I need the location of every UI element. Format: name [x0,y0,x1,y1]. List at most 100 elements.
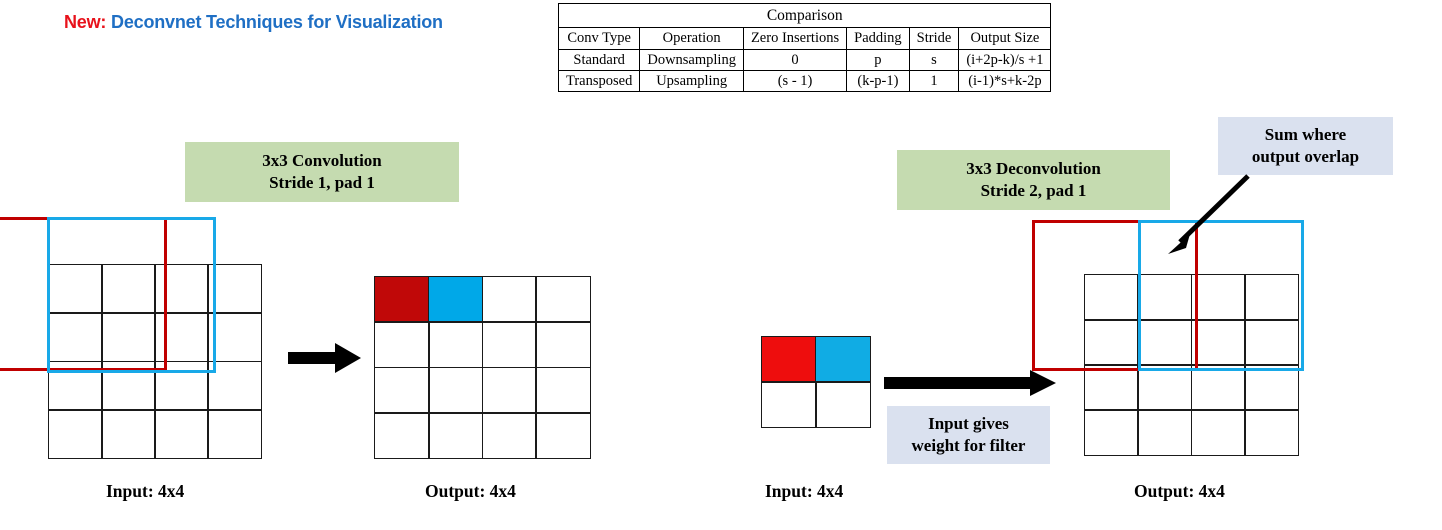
grid-cell [427,411,484,459]
right-flow-arrow-icon [884,370,1056,396]
table-header-row: Conv Type Operation Zero Insertions Padd… [557,27,1052,50]
grid-cell [1084,409,1140,456]
grid-cell [1190,319,1246,366]
grid-cell [1243,274,1299,321]
left-flow-arrow-icon [288,343,361,373]
grid-cell [1190,409,1246,456]
sum-overlap-pointer-arrow-icon [1160,172,1252,257]
grid-cell [1190,274,1246,321]
right-red-kernel-box [1032,220,1198,371]
convolution-caption-line1: 3x3 Convolution [262,150,382,170]
table-header-cell: Output Size [958,27,1052,50]
table-row: Standard Downsampling 0 p s (i+2p-k)/s +… [557,48,1052,71]
page-title: New: Deconvnet Techniques for Visualizat… [64,12,443,33]
table-cell: Upsampling [639,69,744,92]
grid-cell [481,276,538,324]
convolution-caption-box: 3x3 Convolution Stride 1, pad 1 [185,142,459,202]
table-cell: (i+2p-k)/s +1 [958,48,1052,71]
grid-cell [154,264,209,315]
input-weight-line1: Input gives [928,413,1009,433]
grid-cell [535,366,591,414]
grid-cell [815,381,871,428]
left-output-grid [374,276,591,459]
grid-cell [207,264,262,315]
grid-cell [535,276,591,324]
right-output-label: Output: 4x4 [1134,481,1225,501]
grid-cell-filled-red [374,276,430,324]
left-input-label: Input: 4x4 [106,481,185,501]
table-title-row: Comparison [557,2,1052,29]
grid-cell [101,360,156,411]
table-cell: (i-1)*s+k-2p [958,69,1052,92]
new-badge: New: [64,12,107,32]
table-header-cell: Conv Type [557,27,641,50]
right-input-grid [761,336,871,428]
grid-cell [48,360,103,411]
table-cell: s [908,48,960,71]
table-row: Transposed Upsampling (s - 1) (k-p-1) 1 … [557,69,1052,92]
table-cell: Standard [557,48,641,71]
input-weight-line2: weight for filter [911,436,1026,455]
sum-overlap-line1: Sum where [1264,124,1347,144]
convolution-caption-line2: Stride 1, pad 1 [269,173,375,192]
grid-cell [427,321,484,369]
table-cell: 0 [742,48,848,71]
table-cell: p [846,48,910,71]
grid-cell [1243,319,1299,366]
left-output-label: Output: 4x4 [425,481,516,501]
grid-cell-filled-red [761,336,817,383]
grid-cell [427,366,484,414]
table-header-cell: Operation [639,27,744,50]
sum-overlap-line2: output overlap [1251,147,1360,166]
grid-cell [48,408,103,459]
grid-cell [1137,319,1193,366]
grid-cell [481,366,538,414]
grid-cell [1137,409,1193,456]
input-weight-callout: Input gives weight for filter [887,406,1050,464]
grid-cell [207,408,262,459]
grid-cell-filled-blue [427,276,484,324]
grid-cell [101,264,156,315]
grid-cell [761,381,817,428]
grid-cell [481,411,538,459]
deconvolution-caption-line1: 3x3 Deconvolution [966,158,1101,178]
table-cell: (s - 1) [742,69,848,92]
grid-cell [101,312,156,363]
grid-cell [535,411,591,459]
table-cell: (k-p-1) [846,69,910,92]
grid-cell [1243,364,1299,411]
table-cell: Transposed [557,69,641,92]
right-output-grid [1084,274,1299,456]
grid-cell [1084,364,1140,411]
grid-cell [101,408,156,459]
grid-cell [481,321,538,369]
left-blue-kernel-box [47,217,216,373]
right-blue-kernel-box [1138,220,1304,371]
comparison-table: Comparison Conv Type Operation Zero Inse… [557,2,1052,92]
grid-cell [1190,364,1246,411]
right-input-label: Input: 4x4 [765,481,844,501]
grid-cell [154,312,209,363]
grid-cell [535,321,591,369]
deconvolution-caption-line2: Stride 2, pad 1 [980,181,1087,200]
grid-cell [374,366,430,414]
grid-cell [1243,409,1299,456]
table-header-cell: Padding [846,27,910,50]
grid-cell [154,408,209,459]
table-header-cell: Stride [908,27,960,50]
grid-cell [154,360,209,411]
table-cell: 1 [908,69,960,92]
grid-cell [1137,274,1193,321]
deconvolution-caption-box: 3x3 Deconvolution Stride 2, pad 1 [897,150,1170,210]
grid-cell-filled-blue [815,336,871,383]
page-title-text: Deconvnet Techniques for Visualization [111,12,443,32]
grid-cell [374,321,430,369]
grid-cell [207,360,262,411]
table-title: Comparison [557,2,1052,29]
sum-overlap-callout: Sum where output overlap [1218,117,1393,175]
grid-cell [374,411,430,459]
table-cell: Downsampling [639,48,744,71]
grid-cell [207,312,262,363]
grid-cell [1137,364,1193,411]
